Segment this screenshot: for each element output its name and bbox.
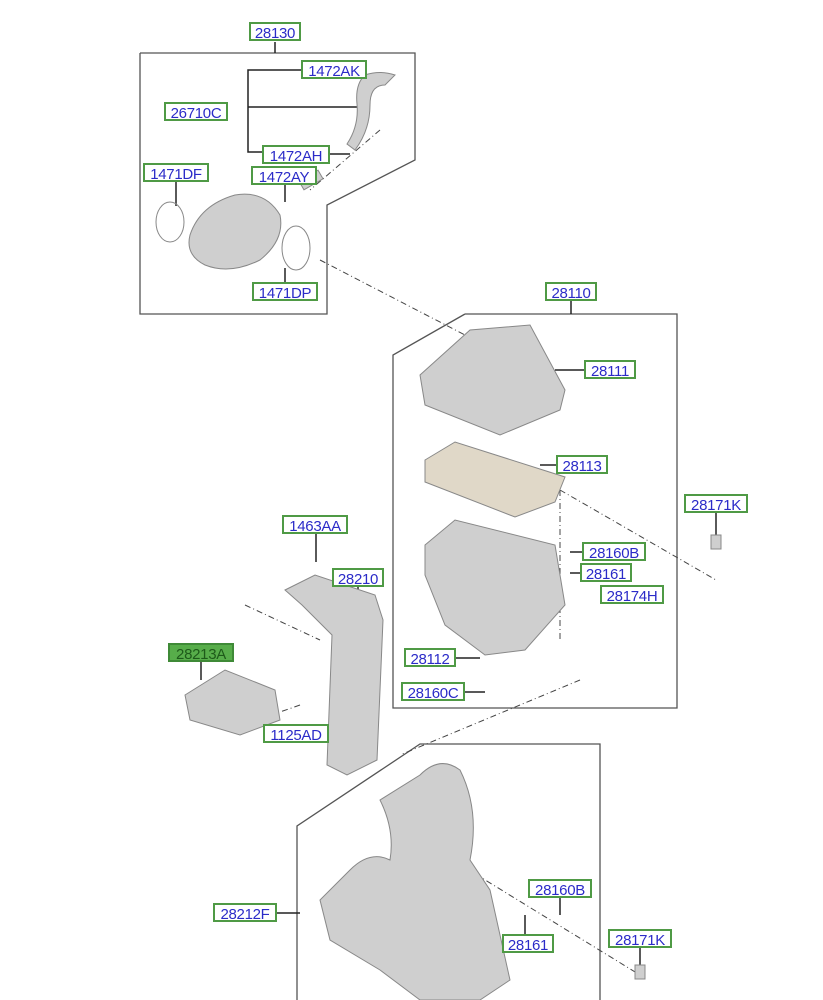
resonator-part <box>188 193 282 270</box>
part-label-28160B[interactable]: 28160B <box>528 879 592 899</box>
part-illustrations <box>155 72 722 1000</box>
leader-lines <box>175 42 717 965</box>
intake-hose-part <box>346 72 396 151</box>
part-label-26710C[interactable]: 26710C <box>164 102 228 122</box>
air-cleaner-cover-part <box>419 324 566 436</box>
group-frame-28212F <box>296 743 601 1000</box>
clamp-part <box>281 225 311 271</box>
part-label-1472AH[interactable]: 1472AH <box>262 145 330 165</box>
part-label-1471DF[interactable]: 1471DF <box>143 163 209 183</box>
part-label-1471DP[interactable]: 1471DP <box>252 282 318 302</box>
part-label-1463AA[interactable]: 1463AA <box>282 515 348 535</box>
part-label-1472AK[interactable]: 1472AK <box>301 60 367 80</box>
clip-part <box>634 964 646 980</box>
air-cleaner-body-part <box>424 519 566 656</box>
part-label-28161[interactable]: 28161 <box>502 934 554 954</box>
bracket-part <box>184 669 281 736</box>
group-frame-28130 <box>139 52 416 315</box>
part-label-28111[interactable]: 28111 <box>584 360 636 380</box>
part-label-28160B[interactable]: 28160B <box>582 542 646 562</box>
air-filter-part <box>424 441 566 518</box>
part-label-28161[interactable]: 28161 <box>580 563 632 583</box>
intake-pipe-part <box>319 763 511 1000</box>
part-label-28113[interactable]: 28113 <box>556 455 608 475</box>
clamp-part <box>155 201 185 243</box>
air-duct-part <box>284 574 384 776</box>
part-label-28160C[interactable]: 28160C <box>401 682 465 702</box>
part-label-1472AY[interactable]: 1472AY <box>251 166 317 186</box>
part-label-28130[interactable]: 28130 <box>249 22 301 42</box>
part-label-28213A-highlighted[interactable]: 28213A <box>168 643 234 663</box>
part-label-28174H[interactable]: 28174H <box>600 585 664 605</box>
part-label-28171K[interactable]: 28171K <box>608 929 672 949</box>
part-label-28212F[interactable]: 28212F <box>213 903 277 923</box>
part-label-28210[interactable]: 28210 <box>332 568 384 588</box>
clip-part <box>710 534 722 550</box>
part-label-1125AD[interactable]: 1125AD <box>263 724 329 744</box>
part-label-28171K[interactable]: 28171K <box>684 494 748 514</box>
group-frame-28110 <box>392 313 678 709</box>
part-label-28112[interactable]: 28112 <box>404 648 456 668</box>
part-label-28110[interactable]: 28110 <box>545 282 597 302</box>
